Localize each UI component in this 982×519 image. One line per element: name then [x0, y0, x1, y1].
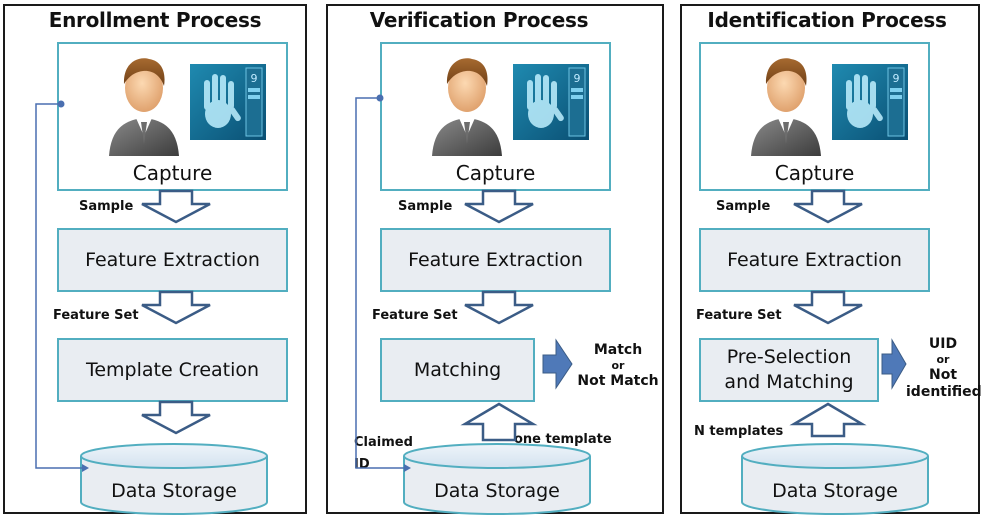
result-or: or [611, 359, 625, 372]
person-icon [109, 58, 179, 156]
data-storage-label: Data Storage [111, 480, 237, 502]
connector-arrowhead [404, 464, 411, 472]
result-or: or [936, 353, 950, 366]
svg-text:9: 9 [251, 72, 258, 85]
down-arrow-icon [464, 189, 534, 224]
svg-text:9: 9 [574, 72, 581, 85]
down-arrow-icon [141, 290, 211, 325]
connector-dot [57, 100, 65, 108]
capture-box: 9 Capture [380, 42, 611, 191]
template-creation-box: Template Creation [57, 338, 288, 402]
person-icon [432, 58, 502, 156]
verification-connector [355, 97, 404, 469]
match-result-label: Match or Not Match [572, 342, 664, 390]
result-line-1: UID [928, 336, 958, 352]
hand-scanner-icon: 9 [832, 64, 908, 140]
uid-result-label: UID or Not identified [906, 336, 982, 401]
hand-scanner-icon: 9 [190, 64, 266, 140]
up-arrow-icon [789, 402, 867, 438]
panel-title: Enrollment Process [48, 8, 262, 32]
capture-label: Capture [132, 161, 213, 185]
feature-extraction-box: Feature Extraction [380, 228, 611, 292]
result-line-2: Not identified [906, 367, 982, 400]
feature-extraction-box: Feature Extraction [699, 228, 930, 292]
verification-panel: Verification Process 9 Capture [326, 4, 664, 516]
connector-dot [376, 94, 384, 102]
sample-label: Sample [716, 199, 771, 214]
down-arrow-icon [793, 290, 863, 325]
pre-selection-line-1: Pre-Selection [726, 346, 852, 368]
right-arrow-icon [881, 338, 907, 390]
data-storage-label: Data Storage [772, 480, 898, 502]
template-label: one template [514, 432, 612, 447]
template-label: N templates [694, 424, 784, 439]
database-icon [403, 443, 591, 515]
data-storage: Data Storage [79, 442, 269, 516]
capture-box: 9 Capture [699, 42, 930, 191]
down-arrow-icon [141, 400, 211, 435]
connector-arrowhead [82, 464, 89, 472]
pre-selection-matching-box: Pre-Selection and Matching [699, 338, 879, 402]
identification-panel: Identification Process 9 Capture [680, 4, 982, 516]
hand-scanner-icon: 9 [513, 64, 589, 140]
feature-extraction-box: Feature Extraction [57, 228, 288, 292]
feature-set-label: Feature Set [696, 308, 782, 323]
feature-set-label: Feature Set [53, 308, 139, 323]
matching-box: Matching [380, 338, 535, 402]
database-icon [741, 443, 929, 515]
right-arrow-icon [542, 338, 573, 390]
capture-label: Capture [774, 161, 855, 185]
up-arrow-icon [460, 402, 538, 442]
database-icon [80, 443, 268, 515]
panel-title: Verification Process [369, 8, 589, 32]
data-storage: Data Storage [740, 442, 930, 516]
down-arrow-icon [464, 290, 534, 325]
result-line-1: Match [593, 342, 643, 358]
data-storage-label: Data Storage [434, 480, 560, 502]
panel-title: Identification Process [707, 8, 947, 32]
result-line-2: Not Match [577, 373, 659, 389]
down-arrow-icon [793, 189, 863, 224]
capture-label: Capture [455, 161, 536, 185]
sample-label: Sample [398, 199, 453, 214]
sample-label: Sample [79, 199, 134, 214]
person-icon [751, 58, 821, 156]
enrollment-connector [35, 103, 82, 469]
down-arrow-icon [141, 189, 211, 224]
data-storage: Data Storage [402, 442, 592, 516]
feature-set-label: Feature Set [372, 308, 458, 323]
svg-text:9: 9 [893, 72, 900, 85]
pre-selection-line-2: and Matching [724, 371, 854, 393]
